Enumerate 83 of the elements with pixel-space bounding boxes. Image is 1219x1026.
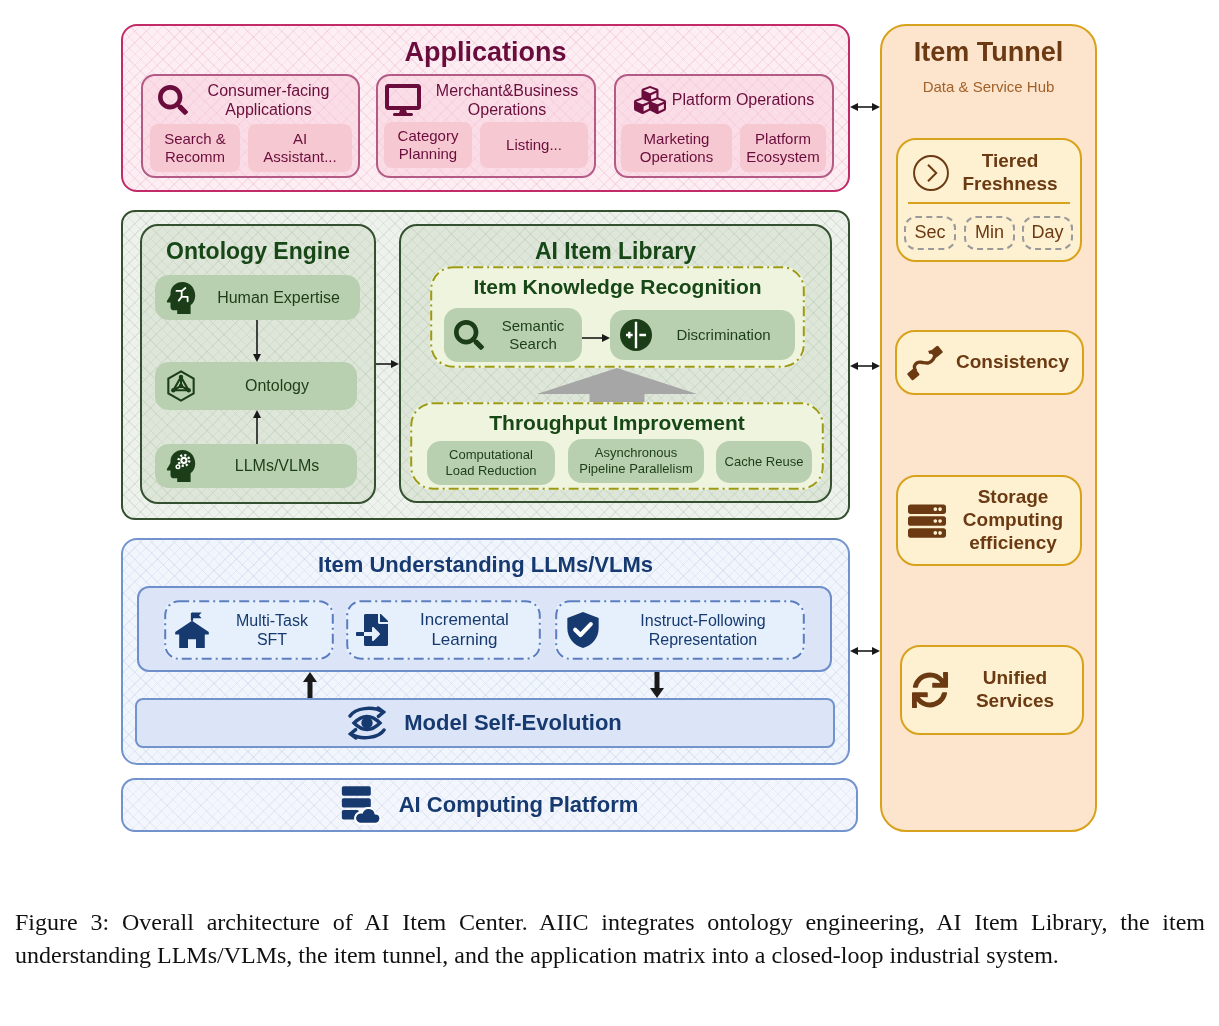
arrow	[253, 410, 261, 445]
item-box	[155, 275, 360, 320]
label: Search & Recomm	[163, 130, 227, 166]
section-title: Merchant&Business Operations	[434, 80, 580, 120]
label: Semantic Search	[500, 317, 566, 353]
dashed-box	[346, 600, 541, 660]
module-card	[141, 74, 360, 178]
label: Human Expertise	[217, 287, 340, 308]
label: Instruct-Following Representation	[639, 610, 767, 650]
label: Multi-Task SFT	[235, 610, 309, 650]
arrow	[253, 319, 261, 362]
feature-card	[896, 475, 1082, 566]
layer-bar	[135, 698, 835, 748]
label: LLMs/VLMs	[234, 456, 320, 476]
item-box	[427, 441, 555, 485]
module-card	[614, 74, 834, 178]
section-title: Platform Operations	[671, 90, 815, 110]
section-title: AI Item Library	[534, 238, 696, 266]
item-box	[740, 124, 826, 172]
item-box	[444, 308, 582, 362]
inner-panel	[137, 586, 832, 672]
module-card	[140, 224, 376, 504]
feature-card	[895, 330, 1084, 395]
section-title: Ontology Engine	[166, 238, 350, 266]
label: Computational Load Reduction	[444, 447, 538, 479]
feature-card	[900, 645, 1084, 735]
double-arrow	[850, 647, 880, 655]
label: Ontology	[244, 376, 309, 396]
label: Listing...	[506, 136, 562, 154]
double-arrow	[850, 103, 880, 111]
dashed-tag	[964, 216, 1015, 250]
arrow	[303, 672, 317, 698]
label: Marketing Operations	[638, 130, 715, 166]
arrow	[581, 334, 610, 342]
item-box	[621, 124, 732, 172]
item-box	[610, 310, 795, 360]
layer-panel	[121, 538, 850, 765]
label: Discrimination	[676, 326, 771, 344]
label: Asynchronous Pipeline Parallelism	[578, 445, 694, 477]
layer-panel	[121, 24, 850, 192]
label: Cache Reuse	[724, 454, 804, 470]
arrow	[375, 360, 399, 368]
item-box	[155, 444, 357, 488]
feature-card	[896, 138, 1082, 262]
item-box	[155, 362, 357, 410]
side-panel	[880, 24, 1097, 832]
section-title: Throughput Improvement	[489, 410, 745, 436]
label: Unified Services	[974, 667, 1056, 713]
label: Model Self-Evolution	[404, 709, 622, 737]
label: Storage Computing efficiency	[961, 486, 1065, 555]
dashed-module	[430, 266, 805, 368]
section-title: Applications	[404, 36, 567, 69]
label: Consistency	[956, 351, 1069, 374]
label: Incremental Learning	[419, 609, 510, 651]
dashed-box	[555, 600, 805, 660]
section-title: Tiered Freshness	[961, 150, 1059, 196]
section-title: Item Understanding LLMs/VLMs	[318, 552, 653, 579]
dashed-tag	[904, 216, 956, 250]
dashed-module	[410, 402, 824, 490]
item-box	[716, 441, 812, 483]
item-box	[248, 124, 352, 172]
layer-bar	[121, 778, 858, 832]
section-title: Consumer-facing Applications	[206, 80, 331, 120]
label: AI Assistant...	[262, 130, 338, 166]
label: Day	[1031, 222, 1064, 244]
double-arrow	[850, 362, 880, 370]
label: Min	[975, 222, 1004, 244]
label: Sec	[914, 222, 946, 244]
dashed-tag	[1022, 216, 1073, 250]
block-arrow	[537, 368, 697, 402]
caption: Figure 3: Overall architecture of AI Item Center. AIIC integrates ontology engineering, AI Item Library, the item understanding LLMs/VLMs, the item tunnel, and the application matrix into a closed-loop industrial system.	[15, 908, 1205, 970]
label: Platform Ecosystem	[746, 130, 820, 166]
module-card	[376, 74, 596, 178]
section-title: Item Tunnel	[913, 36, 1064, 69]
layer-panel	[121, 210, 850, 520]
section-title: Item Knowledge Recognition	[473, 274, 762, 300]
label: Category Planning	[396, 127, 460, 163]
subtitle: Data & Service Hub	[922, 78, 1055, 97]
label: AI Computing Platform	[398, 791, 639, 819]
module-card	[399, 224, 832, 503]
dashed-box	[164, 600, 334, 660]
item-box	[568, 439, 704, 483]
arrow	[650, 672, 664, 698]
